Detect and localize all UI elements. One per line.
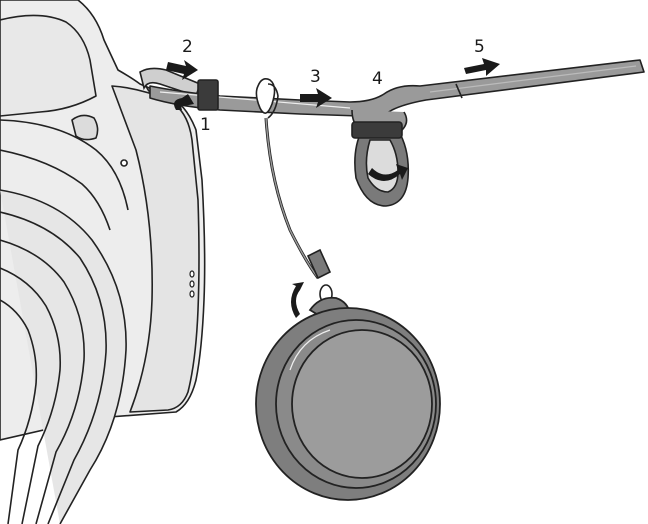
strap-adjuster <box>351 121 410 207</box>
step-label-4: 4 <box>372 69 383 89</box>
arrow-step-3 <box>300 88 332 108</box>
arrow-step-2 <box>166 60 198 80</box>
step-arrows <box>166 58 500 318</box>
lens-cap-cord <box>255 78 333 304</box>
camera-dial <box>0 14 97 117</box>
lens-cap <box>255 296 441 501</box>
step-labels: 1 2 3 4 5 <box>182 37 485 135</box>
arrow-step-5 <box>464 58 500 76</box>
step-label-5: 5 <box>474 37 485 57</box>
arrow-step-4 <box>368 164 408 181</box>
camera-button <box>71 114 99 141</box>
camera-grip <box>111 85 200 413</box>
arrow-step-1 <box>174 94 194 110</box>
speaker-holes <box>189 270 195 298</box>
camera-small-hole <box>120 159 128 167</box>
strap-band <box>149 59 645 118</box>
arrow-cap <box>291 282 304 318</box>
camera-lens <box>0 189 127 524</box>
strap-keeper <box>197 79 219 111</box>
adjuster-clip <box>351 121 403 139</box>
step-label-2: 2 <box>182 37 193 57</box>
step-label-1: 1 <box>200 115 211 135</box>
step-label-3: 3 <box>310 67 321 87</box>
